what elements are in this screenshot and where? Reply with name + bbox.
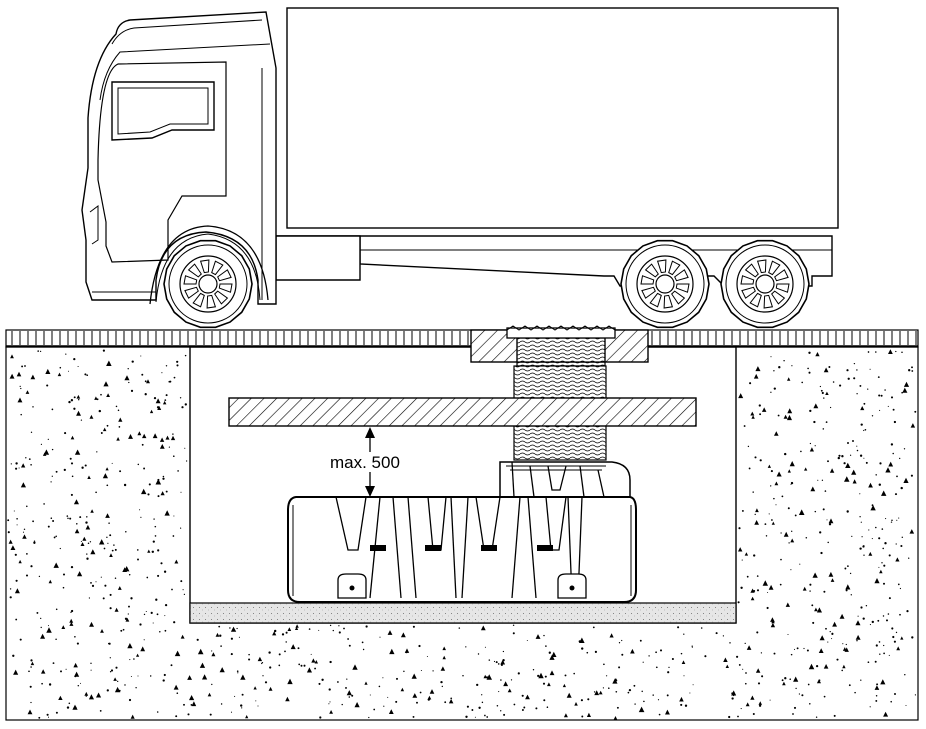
truck-wheel-rear-1 <box>620 239 710 329</box>
truck-cargo-box <box>286 7 839 229</box>
storage-tank <box>287 461 637 603</box>
road-surface <box>5 329 919 348</box>
truck <box>81 7 839 329</box>
truck-wheel-rear-2 <box>720 239 810 329</box>
truck-cab <box>81 11 277 305</box>
dimension-label: max. 500 <box>330 453 400 472</box>
truck-wheel-front <box>163 239 253 329</box>
sand-bed <box>189 602 737 624</box>
access-shaft <box>506 325 616 461</box>
dimension-arrow: max. 500 <box>328 427 412 497</box>
soil-dots <box>7 349 917 720</box>
load-distribution-slab <box>228 397 697 427</box>
